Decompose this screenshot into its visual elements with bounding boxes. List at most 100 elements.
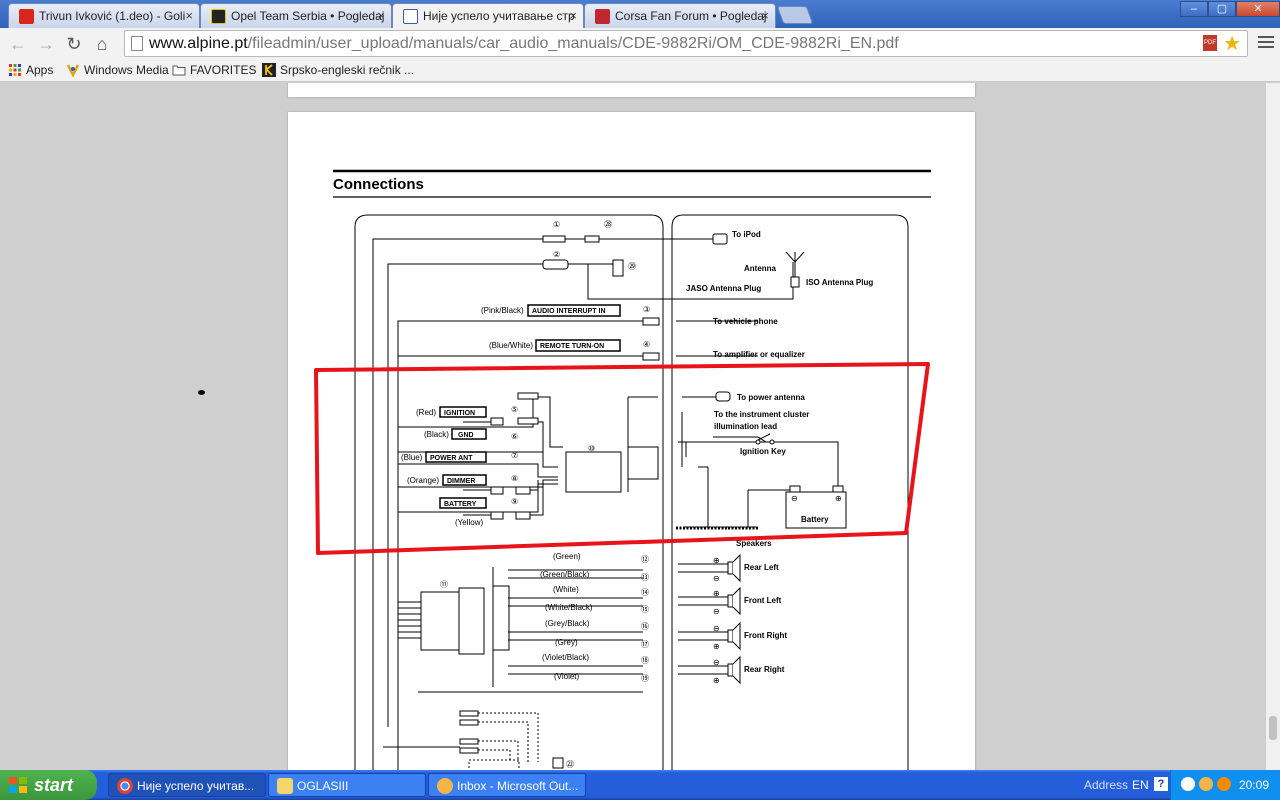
vertical-scrollbar[interactable] bbox=[1266, 83, 1280, 770]
label-grey: (Grey) bbox=[555, 638, 578, 647]
bookmark-apps[interactable]: Apps bbox=[8, 63, 53, 77]
url-path: /fileadmin/user_upload/manuals/car_audio… bbox=[247, 35, 899, 52]
label-audio-interrupt: AUDIO INTERRUPT IN bbox=[532, 308, 606, 315]
windows-flag-icon bbox=[9, 777, 27, 793]
new-tab-button[interactable] bbox=[776, 6, 814, 24]
label-rear-right: Rear Right bbox=[744, 665, 785, 674]
section-heading: Connections bbox=[333, 176, 424, 193]
label-dimmer: DIMMER bbox=[447, 478, 475, 485]
tab-title: Trivun Ivković (1.deo) - Goli bbox=[39, 9, 186, 23]
tab-youtube[interactable]: Trivun Ivković (1.deo) - Goli × bbox=[8, 3, 200, 28]
bookmark-recnik[interactable]: Srpsko-engleski rečnik ... bbox=[262, 63, 414, 77]
close-icon[interactable]: × bbox=[377, 8, 385, 23]
label-power-ant: POWER ANT bbox=[430, 455, 473, 462]
start-label: start bbox=[34, 775, 74, 795]
label-n22: ㉒ bbox=[566, 760, 574, 769]
folder-icon bbox=[172, 65, 186, 76]
taskbar-label: OGLASIII bbox=[297, 779, 349, 793]
label-to-power-antenna: To power antenna bbox=[737, 393, 805, 402]
minimize-button[interactable]: – bbox=[1180, 1, 1208, 17]
bookmark-label: Srpsko-engleski rečnik ... bbox=[280, 63, 415, 77]
outlook-tray-icon[interactable] bbox=[1199, 777, 1213, 791]
taskbar-folder[interactable]: OGLASIII bbox=[268, 773, 426, 797]
label-to-ipod: To iPod bbox=[732, 230, 761, 239]
taskbar-chrome[interactable]: Није успело учитав... bbox=[108, 773, 266, 797]
label-n1: ① bbox=[553, 220, 560, 229]
back-arrow-icon[interactable]: ← bbox=[9, 34, 27, 54]
label-pink-black: (Pink/Black) bbox=[481, 306, 524, 315]
label-plus-2: ⊕ bbox=[713, 589, 720, 598]
tab-opel-team[interactable]: Opel Team Serbia • Pogledaj × bbox=[200, 3, 392, 28]
taskbar-outlook[interactable]: Inbox - Microsoft Out... bbox=[428, 773, 586, 797]
youtube-icon bbox=[19, 9, 34, 24]
label-n18: ⑱ bbox=[641, 656, 649, 665]
scrollbar-thumb[interactable] bbox=[1269, 716, 1277, 740]
clock: 20:09 bbox=[1239, 778, 1270, 792]
reload-icon[interactable]: ↻ bbox=[66, 34, 82, 54]
pdf-icon[interactable]: PDF bbox=[1203, 35, 1217, 51]
label-n15: ⑮ bbox=[641, 605, 649, 614]
label-battery-minus: ⊖ bbox=[791, 494, 798, 503]
label-ignition-key: Ignition Key bbox=[740, 447, 786, 456]
maximize-button[interactable]: ▢ bbox=[1208, 1, 1236, 17]
label-blue-white: (Blue/White) bbox=[489, 341, 533, 350]
label-to-amplifier: To amplifier or equalizer bbox=[713, 350, 805, 359]
tab-corsa-fan[interactable]: Corsa Fan Forum • Pogledaj × bbox=[584, 3, 776, 28]
label-green: (Green) bbox=[553, 552, 581, 561]
label-n3: ③ bbox=[643, 305, 650, 314]
windows-media-icon bbox=[66, 64, 80, 77]
label-n5: ⑤ bbox=[511, 405, 518, 414]
label-plus-3: ⊕ bbox=[713, 642, 720, 651]
close-window-button[interactable]: ✕ bbox=[1236, 1, 1280, 17]
label-battery-plus: ⊕ bbox=[835, 494, 842, 503]
label-n12: ⑫ bbox=[641, 555, 649, 564]
avast-icon[interactable] bbox=[1217, 777, 1231, 791]
close-icon[interactable]: × bbox=[761, 8, 769, 23]
label-ignition: IGNITION bbox=[444, 410, 475, 417]
label-blue: (Blue) bbox=[401, 453, 423, 462]
label-red: (Red) bbox=[416, 408, 436, 417]
label-minus-1: ⊖ bbox=[713, 574, 720, 583]
label-n16: ⑯ bbox=[641, 622, 649, 631]
k-icon bbox=[262, 63, 276, 77]
pdf-page: Connections bbox=[288, 112, 975, 770]
language-indicator[interactable]: EN bbox=[1132, 778, 1149, 792]
address-toolbar-label[interactable]: Address bbox=[1084, 778, 1129, 792]
antenna-icon bbox=[785, 251, 805, 288]
bookmark-favorites[interactable]: FAVORITES bbox=[172, 63, 256, 77]
help-icon[interactable]: ? bbox=[1154, 777, 1168, 791]
label-n2: ② bbox=[553, 250, 560, 259]
label-orange: (Orange) bbox=[407, 476, 439, 485]
star-icon[interactable]: ★ bbox=[1223, 33, 1241, 55]
outlook-icon bbox=[437, 778, 453, 794]
pdf-viewer[interactable]: Connections bbox=[0, 83, 1266, 770]
label-minus-4: ⊖ bbox=[713, 658, 720, 667]
menu-icon[interactable] bbox=[1258, 36, 1274, 50]
label-to-phone: To vehicle phone bbox=[713, 317, 778, 326]
close-icon[interactable]: × bbox=[569, 8, 577, 23]
corsa-fan-icon bbox=[595, 9, 610, 24]
tab-active-pdf[interactable]: Није успело учитавање стр × bbox=[392, 3, 584, 29]
label-n14: ⑭ bbox=[641, 588, 649, 597]
folder-icon bbox=[277, 778, 293, 794]
wiring-diagram: Connections bbox=[333, 169, 931, 770]
label-n17: ⑰ bbox=[641, 640, 649, 649]
label-front-left: Front Left bbox=[744, 596, 782, 605]
chevron-left-icon[interactable] bbox=[1181, 777, 1195, 791]
system-tray: 20:09 bbox=[1170, 770, 1280, 800]
label-gnd: GND bbox=[458, 432, 474, 439]
home-icon[interactable]: ⌂ bbox=[96, 34, 108, 54]
close-icon[interactable]: × bbox=[185, 8, 193, 23]
bookmark-windows-media[interactable]: Windows Media bbox=[66, 63, 169, 77]
page-icon bbox=[403, 9, 418, 24]
label-remote-turn-on: REMOTE TURN-ON bbox=[540, 343, 604, 350]
label-rear-left-1: Rear Left bbox=[744, 563, 779, 572]
tab-title: Opel Team Serbia • Pogledaj bbox=[231, 9, 385, 23]
start-button[interactable]: start bbox=[0, 770, 97, 800]
tab-title: Није успело учитавање стр bbox=[423, 9, 575, 23]
forward-arrow-icon[interactable]: → bbox=[37, 34, 55, 54]
label-n7: ⑦ bbox=[511, 451, 518, 460]
address-bar[interactable]: www.alpine.pt/fileadmin/user_upload/manu… bbox=[124, 30, 1248, 57]
label-plus-4: ⊕ bbox=[713, 676, 720, 685]
label-n6: ⑥ bbox=[511, 432, 518, 441]
